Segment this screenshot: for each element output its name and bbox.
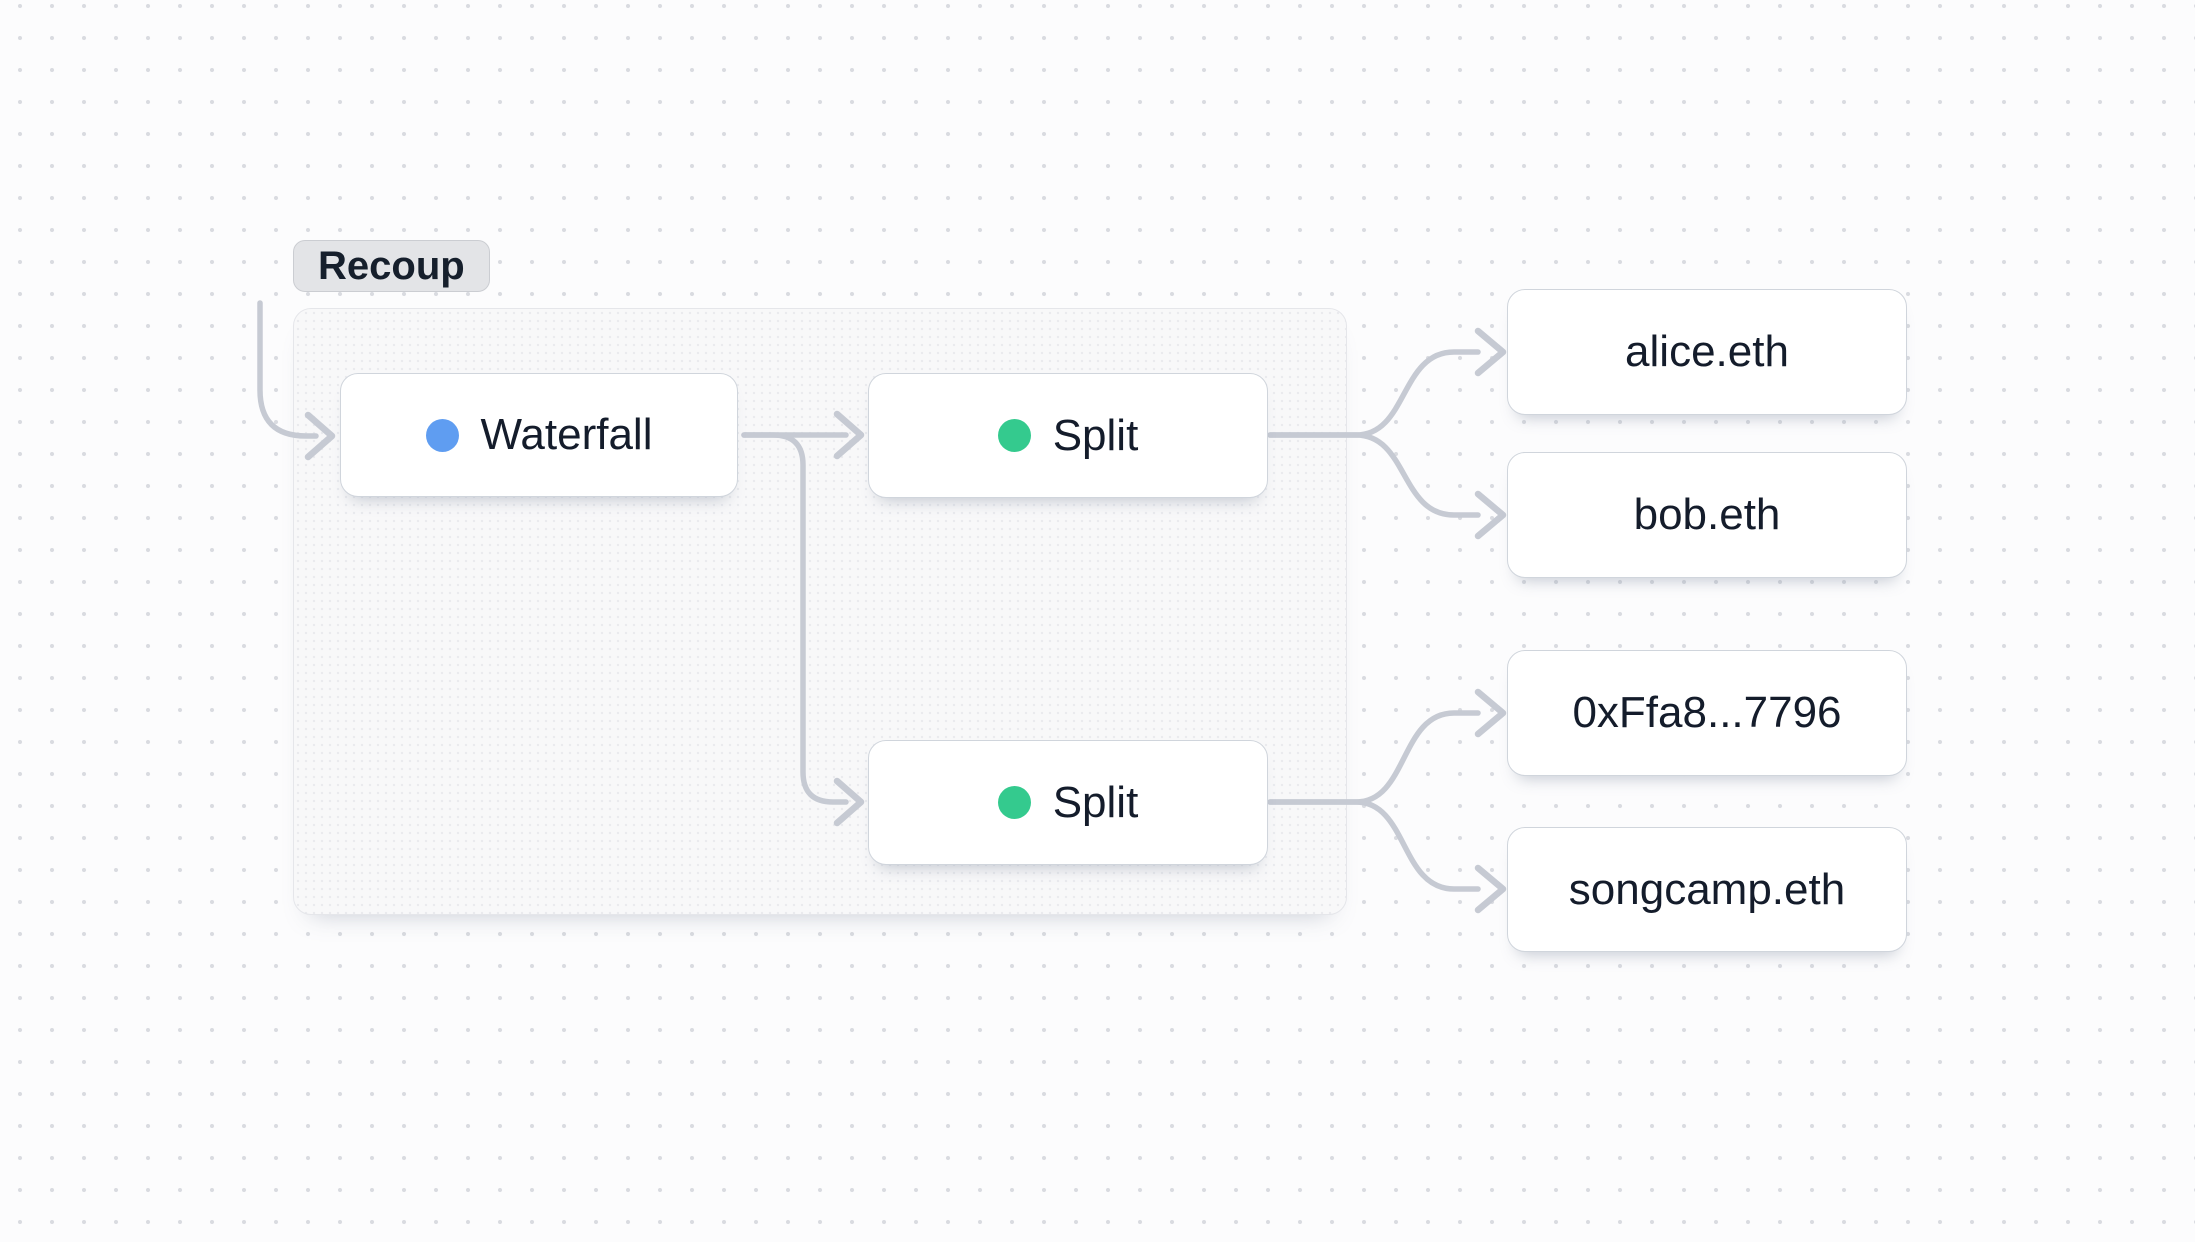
node-split-bottom[interactable]: Split: [868, 740, 1268, 865]
arrowhead-icon: [1474, 327, 1507, 377]
arrowhead-icon: [1474, 490, 1507, 540]
node-recipient-hex-address[interactable]: 0xFfa8...7796: [1507, 650, 1907, 776]
split-dot-icon: [997, 419, 1031, 452]
node-split-top[interactable]: Split: [868, 373, 1268, 498]
recoup-group-badge: Recoup: [293, 240, 490, 292]
node-waterfall[interactable]: Waterfall: [340, 373, 738, 497]
node-recipient-alice-label: alice.eth: [1625, 327, 1789, 376]
node-recipient-bob-label: bob.eth: [1633, 490, 1781, 539]
arrowhead-icon: [1474, 688, 1507, 738]
node-recipient-bob[interactable]: bob.eth: [1507, 452, 1907, 578]
node-recipient-hex-address-label: 0xFfa8...7796: [1572, 688, 1842, 737]
waterfall-dot-icon: [425, 418, 459, 452]
node-split-top-label: Split: [1052, 410, 1139, 460]
node-waterfall-label: Waterfall: [480, 410, 653, 459]
recoup-group-badge-label: Recoup: [318, 243, 465, 288]
node-split-bottom-label: Split: [1052, 777, 1139, 827]
node-recipient-songcamp[interactable]: songcamp.eth: [1507, 827, 1907, 952]
split-dot-icon: [997, 786, 1031, 819]
node-recipient-alice[interactable]: alice.eth: [1507, 289, 1907, 415]
arrowhead-icon: [1474, 864, 1507, 914]
node-recipient-songcamp-label: songcamp.eth: [1568, 864, 1846, 914]
